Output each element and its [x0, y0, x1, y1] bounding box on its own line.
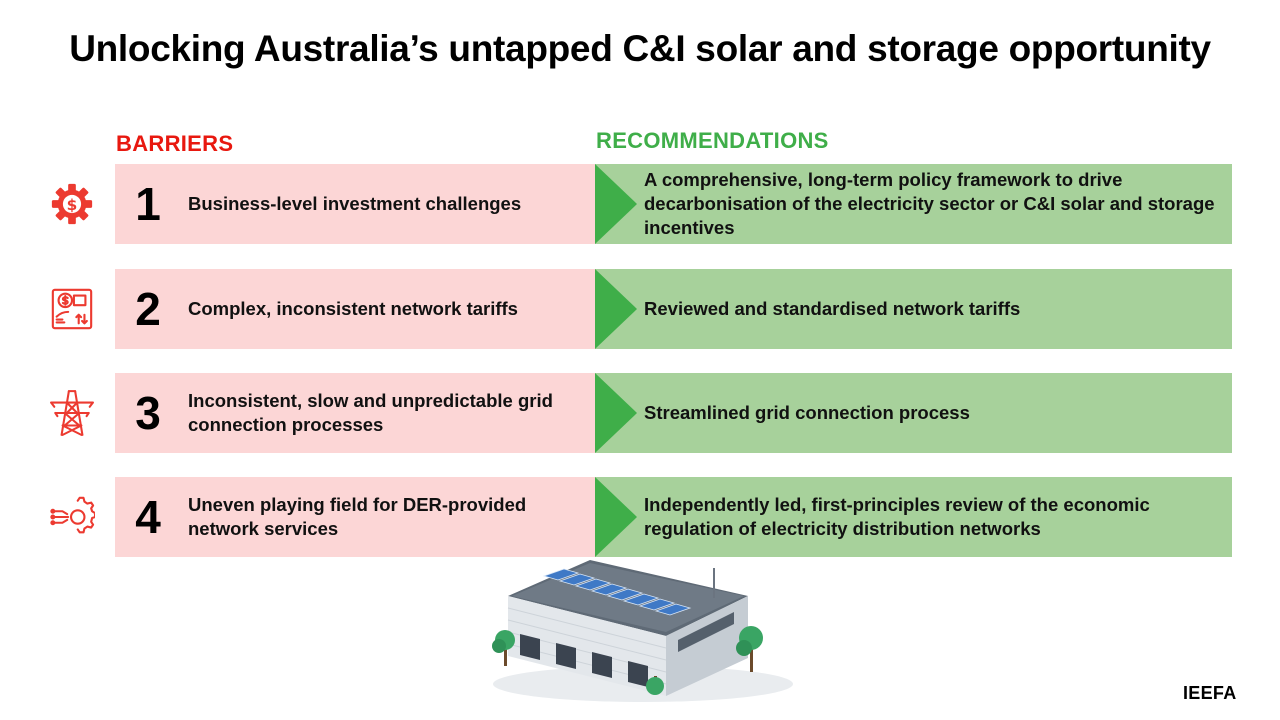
barrier-text: Uneven playing field for DER-provided ne… — [188, 494, 527, 539]
barrier-text: Business-level investment challenges — [188, 193, 522, 214]
barrier-text: Inconsistent, slow and unpredictable gri… — [188, 390, 553, 435]
svg-text:$: $ — [67, 196, 78, 214]
network-gear-icon — [46, 491, 98, 543]
barriers-heading: BARRIERS — [116, 131, 234, 156]
tariff-document-icon — [46, 283, 98, 335]
recommendation-box-2: Reviewed and standardised network tariff… — [595, 269, 1232, 349]
ieefa-logo: IEEFA — [1183, 683, 1237, 703]
row-2: 2 Complex, inconsistent network tariffs … — [0, 269, 1280, 349]
barrier-box-3: 3 Inconsistent, slow and unpredictable g… — [115, 373, 595, 453]
recommendation-text: Reviewed and standardised network tariff… — [644, 298, 1021, 319]
arrow-icon — [595, 373, 637, 453]
barrier-number: 2 — [135, 283, 161, 335]
barrier-number: 1 — [135, 178, 161, 230]
row-3: 3 Inconsistent, slow and unpredictable g… — [0, 373, 1280, 453]
row-1: $ 1 Business-level investment challenges… — [0, 164, 1280, 244]
gear-dollar-icon: $ — [46, 178, 98, 230]
solar-building-illustration — [478, 556, 798, 706]
barrier-box-1: 1 Business-level investment challenges — [115, 164, 595, 244]
barrier-box-2: 2 Complex, inconsistent network tariffs — [115, 269, 595, 349]
row-4: 4 Uneven playing field for DER-provided … — [0, 477, 1280, 557]
arrow-icon — [595, 477, 637, 557]
barrier-box-4: 4 Uneven playing field for DER-provided … — [115, 477, 595, 557]
recommendation-text: A comprehensive, long-term policy framew… — [644, 169, 1215, 238]
recommendation-box-1: A comprehensive, long-term policy framew… — [595, 164, 1232, 244]
transmission-tower-icon — [46, 387, 98, 439]
arrow-icon — [595, 269, 637, 349]
recommendation-text: Independently led, first-principles revi… — [644, 494, 1150, 539]
recommendations-heading: RECOMMENDATIONS — [596, 128, 829, 153]
barrier-number: 3 — [135, 387, 161, 439]
recommendation-box-3: Streamlined grid connection process — [595, 373, 1232, 453]
barrier-number: 4 — [135, 491, 161, 543]
page-title: Unlocking Australia’s untapped C&I solar… — [69, 28, 1211, 69]
recommendation-text: Streamlined grid connection process — [644, 402, 970, 423]
arrow-icon — [595, 164, 637, 244]
barrier-text: Complex, inconsistent network tariffs — [188, 298, 518, 319]
recommendation-box-4: Independently led, first-principles revi… — [595, 477, 1232, 557]
